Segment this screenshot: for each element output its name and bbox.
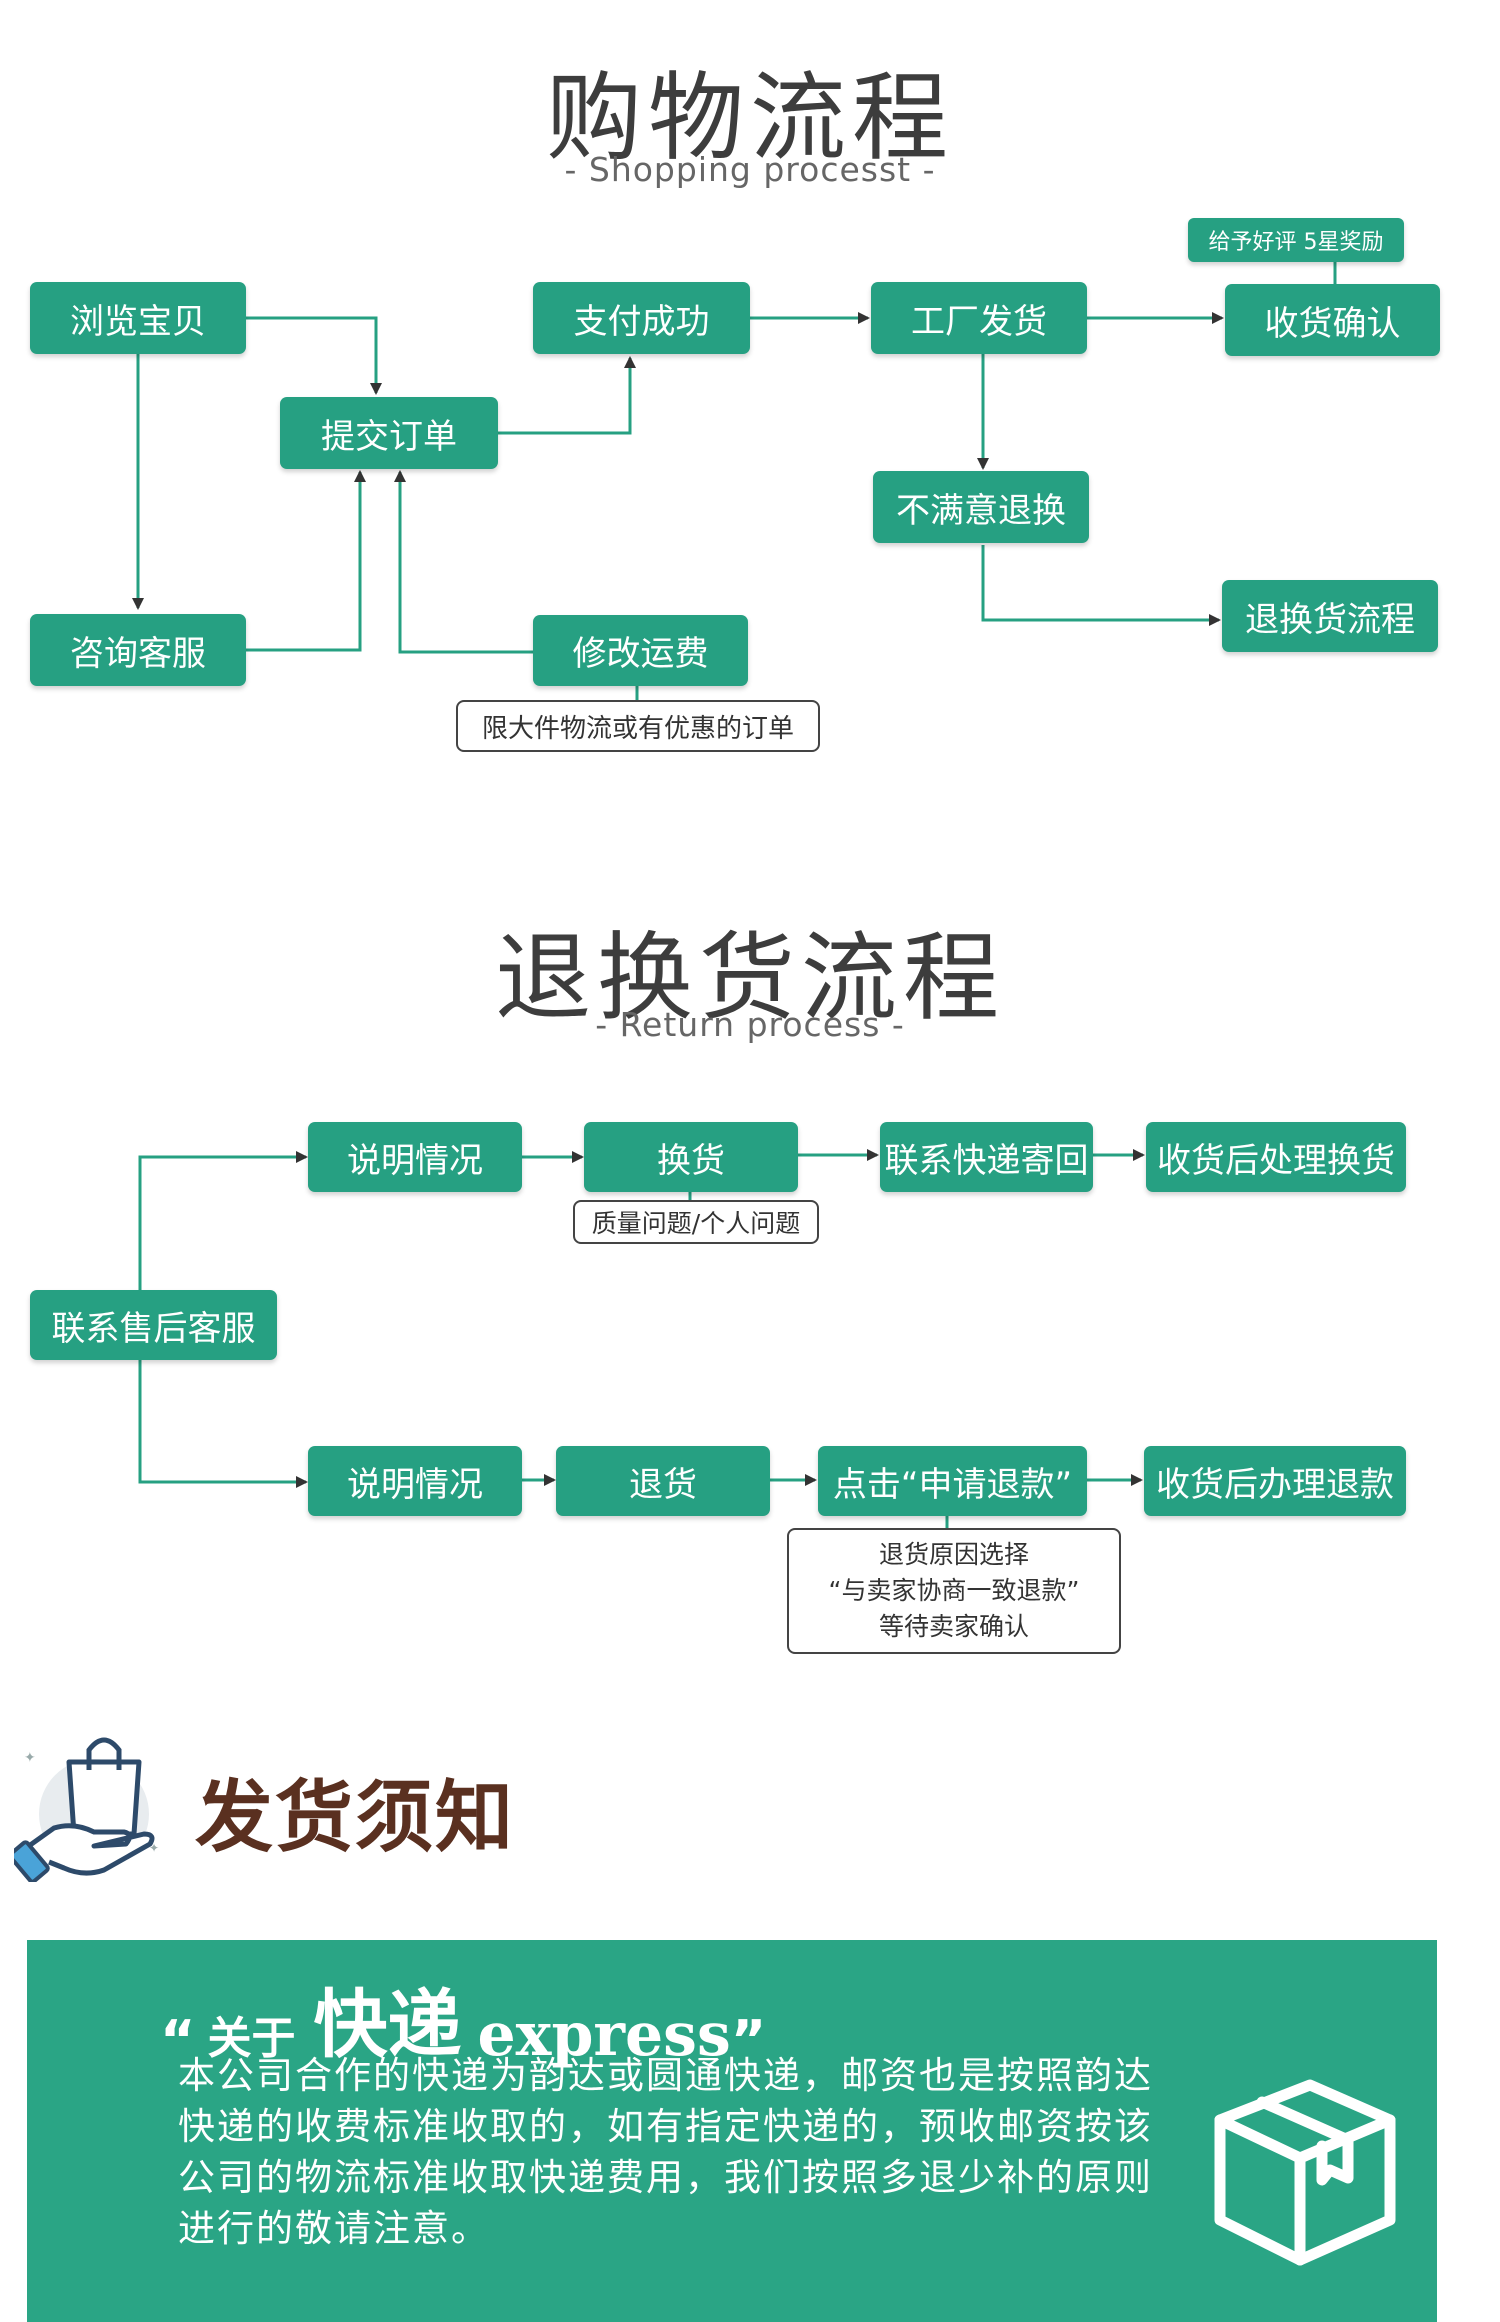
shopping-title: 购物流程: [546, 62, 954, 174]
node-explain-bottom: 说明情况: [308, 1446, 522, 1516]
arrow-browse-submit: [246, 316, 382, 395]
open-quote: “: [160, 2009, 196, 2072]
node-contact-courier: 联系快递寄回: [880, 1122, 1093, 1192]
express-panel: [27, 1940, 1437, 2322]
note-large-logistics: 限大件物流或有优惠的订单: [456, 700, 820, 752]
note-refund-reason: 退货原因选择 “与卖家协商一致退款” 等待卖家确认: [787, 1528, 1121, 1654]
node-browse: 浏览宝贝: [30, 282, 246, 354]
node-submit-order: 提交订单: [280, 397, 498, 469]
node-return-flow: 退换货流程: [1222, 580, 1438, 652]
node-after-refund: 收货后办理退款: [1144, 1446, 1406, 1516]
express-panel-heading: “ 关于 快递 express ”: [160, 1965, 766, 2072]
node-consult: 咨询客服: [30, 614, 246, 686]
heading-express-en: express: [477, 2000, 731, 2070]
node-modify-fee: 修改运费: [533, 615, 748, 686]
node-unsatisfied: 不满意退换: [873, 471, 1089, 543]
express-panel-body: 本公司合作的快递为韵达或圆通快递，邮资也是按照韵达快递的收费标准收取的，如有指定…: [178, 2054, 1153, 2250]
arrow-consult-submit: [246, 470, 366, 652]
shopping-subtitle: - Shopping processt -: [564, 150, 936, 189]
arrow-modify-submit: [394, 470, 533, 654]
node-pay-success: 支付成功: [533, 282, 750, 354]
node-after-exchange: 收货后处理换货: [1146, 1122, 1406, 1192]
node-contact-aftersales: 联系售后客服: [30, 1290, 277, 1360]
shopping-bag-hand-icon: ✦ ✦: [14, 1737, 159, 1882]
arrow-contact-explain-bottom: [138, 1360, 308, 1488]
node-explain-top: 说明情况: [308, 1122, 522, 1192]
node-exchange: 换货: [584, 1122, 798, 1192]
close-quote: ”: [730, 2009, 767, 2072]
svg-text:✦: ✦: [149, 1841, 159, 1855]
svg-text:✦: ✦: [24, 1750, 36, 1766]
node-refund: 退货: [556, 1446, 770, 1516]
node-confirm-receipt: 收货确认: [1225, 284, 1440, 356]
returns-subtitle: - Return process -: [595, 1005, 905, 1044]
refund-note-line2: “与卖家协商一致退款”: [828, 1576, 1080, 1605]
package-box-icon: [1214, 2079, 1396, 2266]
heading-about: 关于: [207, 2013, 296, 2064]
badge-five-star: 给予好评 5星奖励: [1188, 218, 1404, 262]
refund-note-line3: 等待卖家确认: [878, 1612, 1029, 1641]
returns-title: 退换货流程: [495, 922, 1005, 1034]
note-exchange-reason: 质量问题/个人问题: [573, 1200, 819, 1244]
arrow-unsatisfied-return: [981, 545, 1221, 626]
notice-title: 发货须知: [195, 1773, 516, 1863]
arrow-contact-explain-top: [138, 1151, 308, 1290]
heading-express-cn: 快递: [313, 1982, 462, 2068]
node-factory-ship: 工厂发货: [871, 282, 1087, 354]
arrow-submit-pay: [498, 356, 636, 435]
refund-note-line1: 退货原因选择: [878, 1540, 1029, 1569]
node-apply-refund: 点击“申请退款”: [818, 1446, 1087, 1516]
